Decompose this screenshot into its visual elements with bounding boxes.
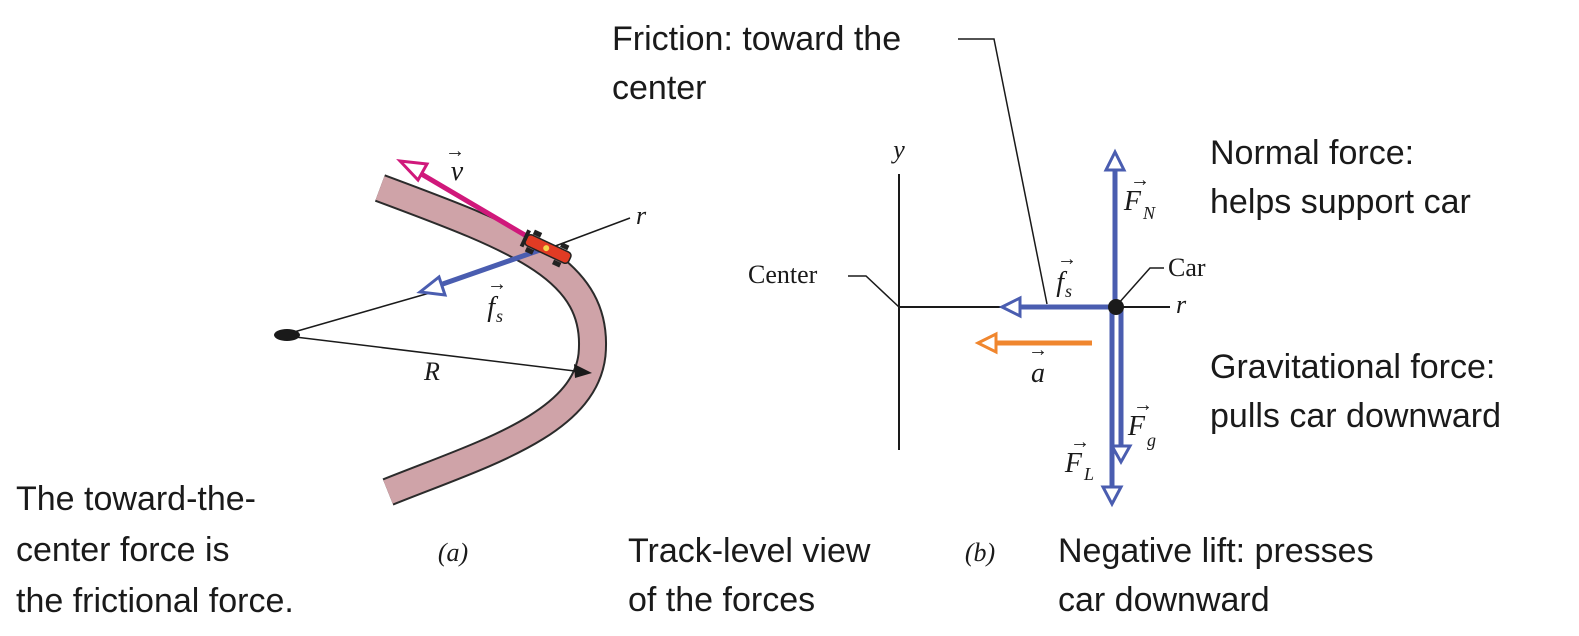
svg-text:→: → — [1130, 169, 1150, 191]
friction-shaft — [436, 247, 541, 289]
svg-text:→: → — [487, 273, 507, 295]
car-label: Car — [1168, 253, 1206, 282]
velocity-label: → v — [445, 140, 465, 187]
r-axis-label: r — [1176, 290, 1187, 319]
friction-force-arrowhead — [998, 295, 1022, 319]
panel-b: y r Center Car → f s → a — [748, 38, 1206, 567]
caption-a: (a) — [438, 538, 468, 567]
center-label: Center — [748, 260, 818, 289]
normal-force-note: Normal force: helps support car — [1210, 134, 1471, 221]
svg-text:center force is: center force is — [16, 531, 230, 569]
lift-force-arrowhead — [1100, 485, 1124, 508]
svg-text:a: a — [1031, 358, 1045, 389]
radius-label: R — [423, 357, 440, 386]
center-point-icon — [274, 329, 300, 341]
caption-b: (b) — [965, 538, 995, 567]
velocity-shaft — [416, 169, 542, 247]
svg-text:f: f — [487, 292, 498, 323]
svg-text:L: L — [1083, 464, 1094, 484]
svg-text:Normal force:: Normal force: — [1210, 134, 1414, 172]
car-point-icon — [1108, 299, 1124, 315]
negative-lift-note: Negative lift: presses car downward — [1058, 532, 1374, 619]
svg-text:→: → — [1028, 339, 1048, 361]
svg-text:helps support car: helps support car — [1210, 183, 1471, 221]
normal-force-arrowhead — [1103, 148, 1127, 172]
gravity-force-note: Gravitational force: pulls car downward — [1210, 348, 1501, 435]
friction-note: Friction: toward the center — [612, 20, 901, 107]
gravity-force-label: → F g — [1127, 394, 1156, 450]
svg-text:g: g — [1147, 430, 1156, 450]
svg-text:N: N — [1142, 203, 1156, 223]
svg-text:The toward-the-: The toward-the- — [16, 480, 256, 518]
y-axis-label: y — [890, 135, 905, 164]
race-car-icon — [519, 229, 572, 268]
curved-track — [375, 176, 606, 504]
center-to-fs-line — [286, 289, 441, 335]
svg-text:Track-level view: Track-level view — [628, 532, 871, 570]
normal-force-label: → F N — [1123, 169, 1156, 223]
velocity-symbol: v — [451, 156, 464, 187]
svg-text:pulls car downward: pulls car downward — [1210, 397, 1501, 435]
svg-text:f: f — [1056, 267, 1067, 298]
acceleration-arrowhead — [974, 331, 998, 355]
acceleration-label: → a — [1028, 339, 1048, 389]
svg-text:Gravitational force:: Gravitational force: — [1210, 348, 1495, 386]
panel-a: → v → f s r R (a) — [274, 140, 647, 567]
car-leader-line — [1117, 267, 1164, 305]
friction-label-a: → f s — [487, 273, 507, 326]
svg-text:s: s — [496, 306, 503, 326]
svg-text:the frictional force.: the frictional force. — [16, 582, 294, 620]
track-level-note: Track-level view of the forces — [628, 532, 871, 619]
radius-line — [286, 335, 584, 373]
velocity-arrowhead — [396, 159, 430, 183]
svg-text:Friction: toward the: Friction: toward the — [612, 20, 901, 58]
r-label-a: r — [636, 201, 647, 230]
center-leader-line — [848, 275, 900, 308]
svg-text:→: → — [445, 140, 465, 162]
radius-arrowhead — [574, 364, 592, 378]
svg-text:F: F — [1127, 411, 1146, 442]
svg-text:→: → — [1133, 394, 1153, 416]
lift-force-label: → F L — [1064, 431, 1094, 484]
svg-text:Negative lift: presses: Negative lift: presses — [1058, 532, 1374, 570]
friction-label-b: → f s — [1056, 248, 1077, 301]
friction-leader-line — [958, 38, 1048, 305]
gravity-force-arrowhead — [1109, 444, 1133, 466]
friction-arrowhead — [416, 274, 448, 297]
svg-text:s: s — [1065, 281, 1072, 301]
svg-text:center: center — [612, 69, 707, 107]
svg-text:→: → — [1057, 248, 1077, 270]
svg-text:car downward: car downward — [1058, 581, 1270, 619]
svg-text:F: F — [1064, 448, 1083, 479]
svg-text:F: F — [1123, 186, 1142, 217]
svg-text:→: → — [1070, 431, 1090, 453]
svg-text:of the forces: of the forces — [628, 581, 815, 619]
toward-center-note: The toward-the- center force is the fric… — [16, 480, 294, 620]
